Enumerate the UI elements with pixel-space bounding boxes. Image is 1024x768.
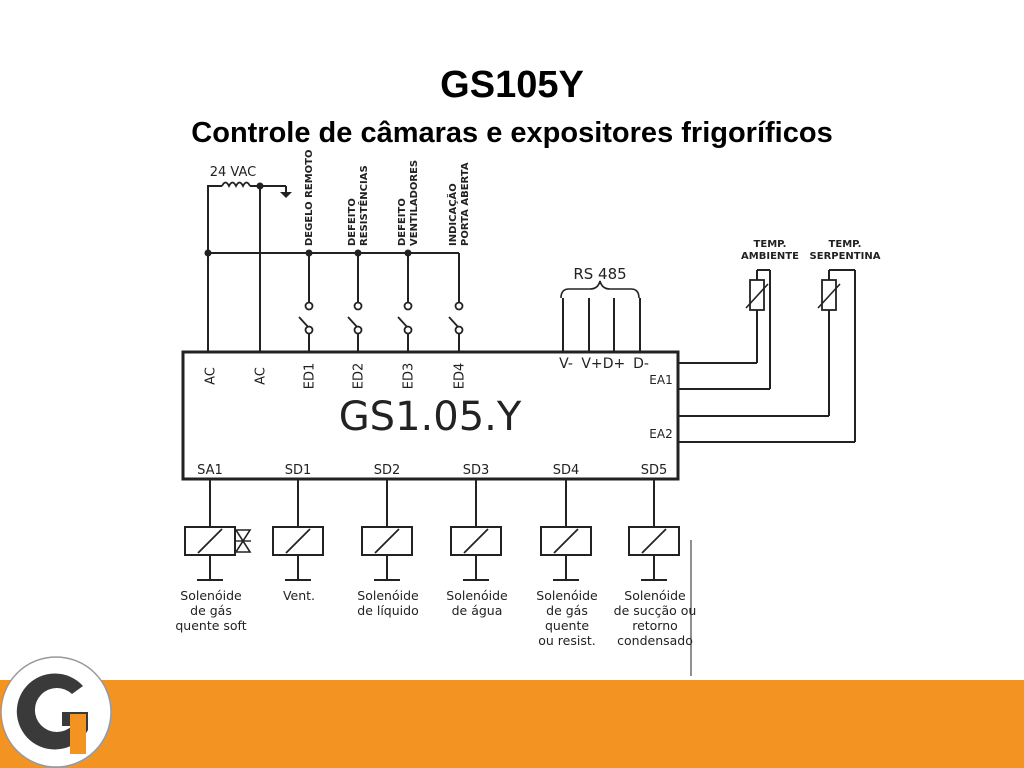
supply-wire-left [207,185,222,352]
page-subtitle: Controle de câmaras e expositores frigor… [191,117,833,149]
terminal-label-rs485: D- [633,356,649,372]
thermistor-slash [745,283,769,309]
rs485-brace [560,280,640,299]
output-label: quente soft [175,618,246,633]
output-label: Solenóide [536,588,598,603]
sensor-label: SERPENTINA [810,251,881,262]
output-label: Solenóide [624,588,686,603]
controller-box [181,350,680,481]
terminal-label-rs485: V+ [581,356,602,372]
company-logo [0,656,112,768]
solenoid-slash [641,528,667,554]
output-label: ou resist. [538,633,595,648]
digital-input-label: INDICAÇÃO [446,183,459,246]
output-label: de água [452,603,503,618]
output-label: Solenóide [446,588,508,603]
contact-terminal [403,325,413,335]
junction-dot [256,182,264,190]
terminal-label-sa1: SA1 [197,463,223,478]
page-title: GS105Y [440,64,584,106]
digital-input-label: PORTA ABERTA [460,162,471,246]
solenoid-slash [374,528,400,554]
terminal-label-sd4: SD4 [553,463,580,478]
output-label: de gás [546,603,588,618]
output-label: quente [545,618,589,633]
output-label: de gás [190,603,232,618]
contact-terminal [353,301,363,311]
supply-label: 24 VAC [210,165,256,180]
output-label: retorno [632,618,678,633]
terminal-label-ea1: EA1 [649,373,672,387]
ground-icon [280,192,292,198]
contact-terminal [454,301,464,311]
output-label: Vent. [283,588,315,603]
controller-label: GS1.05.Y [339,394,522,440]
output-label: de sucção ou [614,603,697,618]
output-label: de líquido [357,603,418,618]
digital-input-label: DEFEITO [347,198,358,246]
contact-terminal [403,301,413,311]
output-label: Solenóide [180,588,242,603]
contact-terminal [454,325,464,335]
terminal-label-sd1: SD1 [285,463,312,478]
output-label: condensado [617,633,693,648]
terminal-label-ea2: EA2 [649,427,672,441]
terminal-label-sd3: SD3 [463,463,490,478]
terminal-label-ed2: ED2 [352,363,367,390]
terminal-label-rs485: V- [559,356,573,372]
terminal-label-sd5: SD5 [641,463,668,478]
terminal-label-rs485: D+ [603,356,626,372]
sensor-label: TEMP. [754,239,787,250]
digital-input-label: DEGELO REMOTO [304,150,315,246]
contact-terminal [353,325,363,335]
terminal-label-ed1: ED1 [303,363,318,390]
contact-terminal [304,325,314,335]
solenoid-slash [463,528,489,554]
digital-input-label: RESISTÊNCIAS [357,165,370,246]
contact-terminal [304,301,314,311]
sensor-label: TEMP. [829,239,862,250]
supply-coil [221,181,251,189]
wiring-diagram: GS1.05.Y 24 VAC AC AC DEGELO REMOTO ED1 DEFEIT… [175,150,881,676]
logo-accent [70,714,86,754]
solenoid-slash [197,528,223,554]
terminal-label-ed4: ED4 [453,363,468,390]
rs485-label: RS 485 [573,265,626,283]
output-label: Solenóide [357,588,419,603]
terminal-label-sd2: SD2 [374,463,401,478]
terminal-label-ac: AC [204,367,219,385]
digital-input-label: DEFEITO [397,198,408,246]
digital-input-label: VENTILADORES [409,160,420,246]
thermistor-slash [817,283,841,309]
terminal-label-ed3: ED3 [402,363,417,390]
solenoid-slash [553,528,579,554]
sensor-label: AMBIENTE [741,251,799,262]
terminal-label-ac: AC [254,367,269,385]
solenoid-slash [285,528,311,554]
footer-bar [0,680,1024,768]
